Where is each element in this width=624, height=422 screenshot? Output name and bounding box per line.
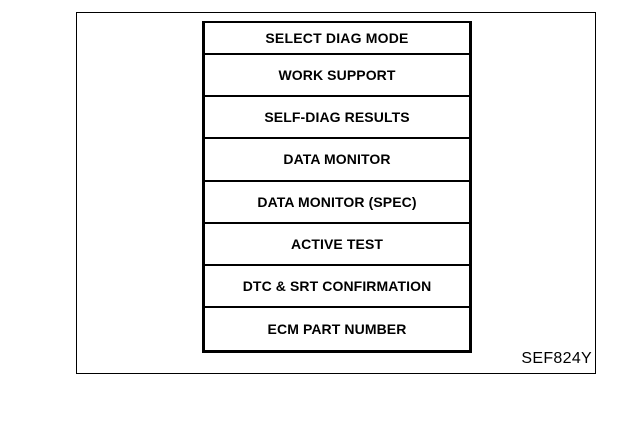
diag-mode-menu: SELECT DIAG MODE WORK SUPPORT SELF-DIAG … bbox=[202, 21, 472, 353]
menu-item-data-monitor-spec[interactable]: DATA MONITOR (SPEC) bbox=[205, 182, 469, 224]
menu-item-ecm-part-number[interactable]: ECM PART NUMBER bbox=[267, 321, 407, 338]
menu-item-self-diag-results[interactable]: SELF-DIAG RESULTS bbox=[205, 97, 469, 140]
menu-title: SELECT DIAG MODE bbox=[205, 23, 469, 55]
menu-item-data-monitor[interactable]: DATA MONITOR bbox=[205, 139, 469, 182]
menu-item-active-test[interactable]: ACTIVE TEST bbox=[205, 224, 469, 266]
menu-item-work-support[interactable]: WORK SUPPORT bbox=[205, 55, 469, 98]
figure-ref-code: SEF824Y bbox=[521, 350, 592, 367]
menu-item-dtc-srt-confirmation[interactable]: DTC & SRT CONFIRMATION bbox=[205, 266, 469, 309]
